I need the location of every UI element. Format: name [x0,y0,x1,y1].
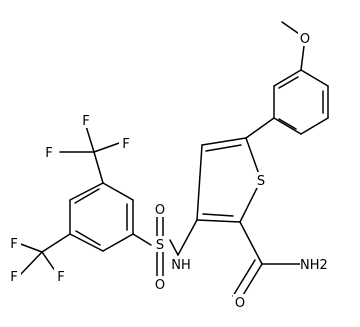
svg-text:S: S [156,238,164,253]
svg-text:NH: NH [171,258,191,273]
cf3-top-bond [93,151,104,184]
thiophene-ring [196,137,262,223]
svg-text:NH2: NH2 [300,258,328,273]
svg-text:F: F [45,146,52,161]
atom-label-sulfonyl-s: S [153,236,167,253]
cf3-top-f3-bond [93,141,123,153]
svg-text:O: O [300,32,310,47]
bis-trifluoromethyl-benzene-ring [69,182,134,252]
methoxyphenyl-ring [273,69,329,135]
atom-label-cf3-top-f3: F [119,135,133,152]
amide-carbon-bond [239,221,263,265]
svg-text:F: F [10,237,17,252]
atom-label-cf3-bottom-f2: F [7,268,21,285]
cf3-bottom-f2-bond [19,251,43,276]
atom-label-sulfonyl-o-bottom: O [153,276,167,293]
atom-label-nh: NH [170,256,192,273]
atom-label-amide-nh2: NH2 [300,256,332,273]
atom-label-methoxy-o: O [298,30,312,47]
svg-text:F: F [10,270,17,285]
nh-thiophene-bond [177,219,198,256]
s-aryl-bond [132,233,152,246]
svg-text:O: O [235,296,245,311]
atom-label-cf3-bottom-f3: F [54,268,68,285]
svg-text:F: F [82,114,89,129]
atom-label-amide-o: O [233,294,247,311]
cf3-bottom-bond [41,233,71,253]
cf3-top-f2-bond [85,125,95,153]
svg-text:O: O [155,203,165,218]
atom-label-sulfonyl-o-top: O [153,201,167,218]
svg-text:O: O [155,278,165,293]
atom-label-thiophene-s: S [254,172,268,189]
atom-label-cf3-top-f1: F [42,144,56,161]
cf3-bottom-f1-bond [17,242,43,253]
aryl-thiophene-bond [245,117,275,139]
nh-sulfur-bond [169,239,179,256]
atom-label-cf3-bottom-f1: F [7,235,21,252]
svg-text:F: F [57,270,64,285]
atom-label-cf3-top-f2: F [79,112,93,129]
svg-text:F: F [122,137,129,152]
amide-co-bond-2 [232,259,256,297]
svg-text:S: S [257,174,265,189]
